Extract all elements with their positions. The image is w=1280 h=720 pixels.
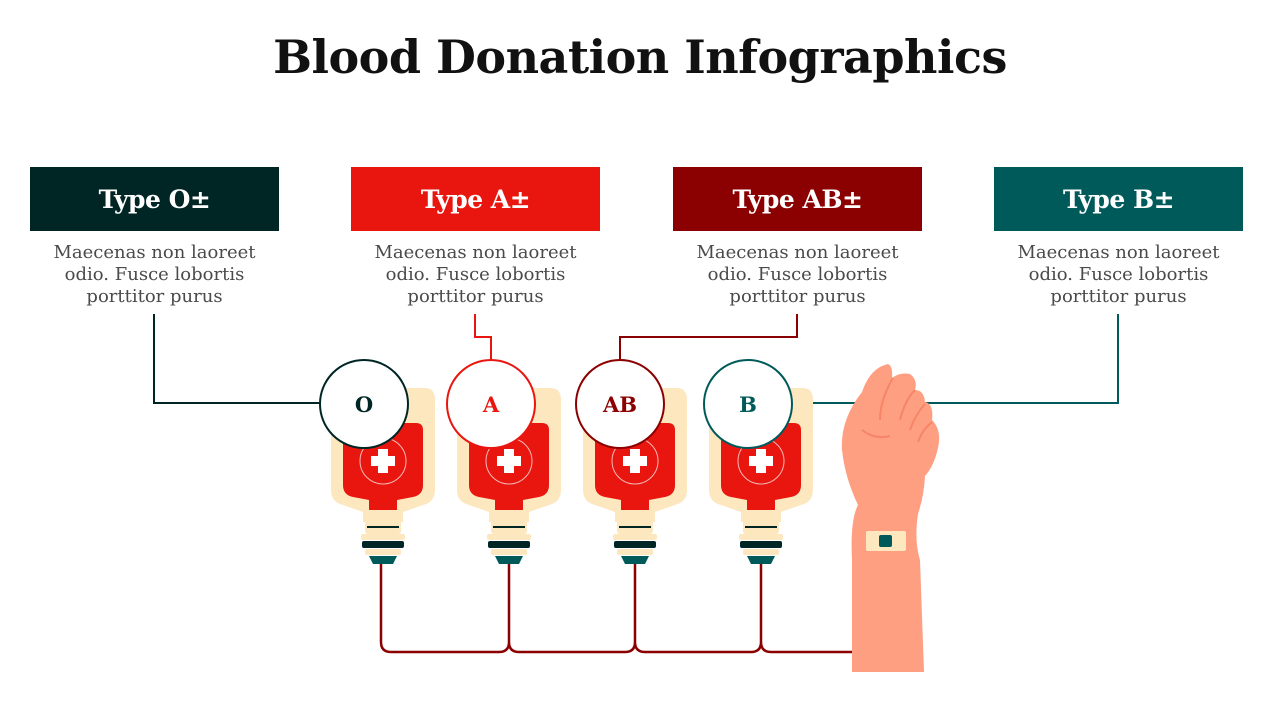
type-a-header: Type A± [351,167,600,231]
bag-nozzle [621,556,649,564]
bag-neck-ring [361,534,405,540]
connector-a [474,314,492,360]
raised-arm-icon [841,364,940,672]
connector-ab [619,314,798,360]
bag-stripe [367,526,399,528]
type-b-header: Type B± [994,167,1243,231]
bag-neck-band [617,549,653,555]
blood-tube [379,548,886,654]
arm-needle-port [879,535,892,547]
bag-neck-ring [739,534,783,540]
bag-stripe [493,526,525,528]
arm-forearm [841,364,940,672]
arm-thumb-crease [861,429,891,439]
bag-neck-band [491,549,527,555]
connector-b [792,314,1119,404]
type-ab-description: Maecenas non laoreet odio. Fusce loborti… [696,242,899,307]
bag-nozzle [495,556,523,564]
bag-stripe [619,526,651,528]
type-a-description: Maecenas non laoreet odio. Fusce loborti… [374,242,577,307]
bag-neck-band [740,541,782,548]
badge-circle [575,359,665,449]
bag-nozzle [369,556,397,564]
medical-cross-icon [497,449,521,473]
bag-neck-band [365,549,401,555]
badge-label: AB [602,392,637,417]
badge-label: A [482,392,500,417]
badge-label: B [739,392,757,417]
bag-neck-ring [613,534,657,540]
type-ab-header: Type AB± [673,167,922,231]
medical-cross-icon [371,449,395,473]
badge-circle [703,359,793,449]
blood-type-badge: A [446,359,536,449]
bag-neck-band [362,541,404,548]
type-o-description: Maecenas non laoreet odio. Fusce loborti… [53,242,256,307]
connector-o [153,314,320,404]
blood-type-badge: B [703,359,793,449]
page-title: Blood Donation Infographics [273,30,1007,84]
bag-nozzle [747,556,775,564]
badge-label: O [355,392,373,417]
type-o-header: Type O± [30,167,279,231]
type-b-description: Maecenas non laoreet odio. Fusce loborti… [1017,242,1220,307]
badge-circle [319,359,409,449]
bag-neck-band [743,549,779,555]
badge-circle [446,359,536,449]
bag-neck-band [614,541,656,548]
blood-type-badge: AB [575,359,665,449]
blood-type-badge: O [319,359,409,449]
medical-cross-icon [623,449,647,473]
bag-neck-ring [487,534,531,540]
bag-stripe [745,526,777,528]
medical-cross-icon [749,449,773,473]
bag-neck-band [488,541,530,548]
arm-finger-lines [879,377,933,443]
